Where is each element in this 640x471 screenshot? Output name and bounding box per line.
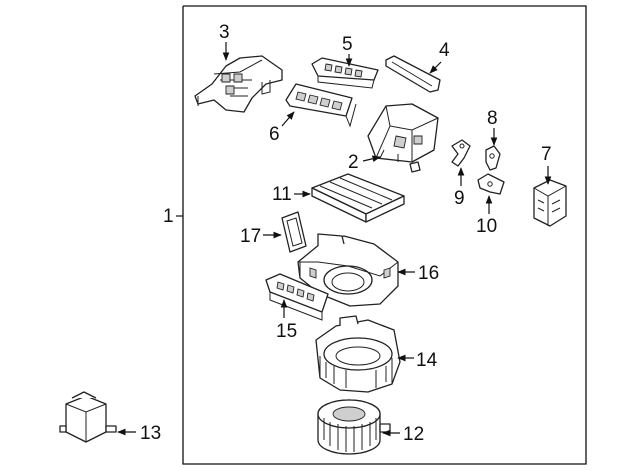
callout-1[interactable]: 1: [163, 206, 183, 227]
callout-11[interactable]: 11: [272, 184, 311, 205]
part-10-bracket[interactable]: [477, 173, 505, 195]
air-door-panel-icon: [285, 83, 353, 117]
part-14-lower-case[interactable]: [315, 315, 401, 393]
callout-7[interactable]: 7: [541, 144, 552, 185]
linkage-arm-icon: [451, 139, 471, 167]
callout-5-label: 5: [342, 34, 353, 55]
air-duct-icon: [194, 55, 283, 113]
part-9-arm[interactable]: [451, 139, 471, 167]
callout-10[interactable]: 10: [476, 195, 497, 237]
part-7-module[interactable]: [533, 179, 567, 227]
callout-9-label: 9: [454, 188, 465, 209]
part-13-resistor[interactable]: [59, 391, 117, 443]
callout-3-label: 3: [219, 22, 230, 43]
callout-7-label: 7: [541, 144, 552, 165]
callout-17[interactable]: 17: [240, 226, 282, 247]
callout-8[interactable]: 8: [487, 108, 498, 146]
part-11-filter[interactable]: [311, 173, 405, 223]
callout-4-label: 4: [439, 40, 450, 61]
callout-6-label: 6: [269, 124, 280, 145]
callout-13[interactable]: 13: [117, 423, 161, 444]
callout-14[interactable]: 14: [397, 350, 438, 371]
part-15-cover[interactable]: [265, 273, 329, 321]
vent-grille-icon: [311, 57, 379, 81]
part-3-duct[interactable]: [194, 55, 283, 113]
callout-8-label: 8: [487, 108, 498, 129]
callout-14-label: 14: [416, 350, 438, 371]
part-5-grille[interactable]: [311, 57, 379, 89]
assembly-frame: [182, 5, 587, 465]
part-17-seal[interactable]: [281, 211, 307, 253]
bracket-icon: [477, 173, 505, 195]
callout-4[interactable]: 4: [429, 40, 450, 74]
heater-core-housing-icon: [367, 103, 439, 163]
callout-12-label: 12: [403, 424, 424, 445]
callout-2-label: 2: [348, 152, 359, 173]
callout-15-label: 15: [276, 321, 297, 342]
filter-seal-icon: [281, 211, 307, 253]
callout-15[interactable]: 15: [276, 299, 297, 342]
callout-6[interactable]: 6: [269, 111, 295, 145]
callout-13-label: 13: [140, 423, 161, 444]
callout-2[interactable]: 2: [348, 152, 381, 173]
callout-16-label: 16: [418, 263, 439, 284]
part-6-panel[interactable]: [285, 83, 357, 128]
control-module-icon: [533, 179, 567, 227]
seal-gasket-icon: [385, 55, 441, 93]
part-12-blower-motor[interactable]: [317, 399, 391, 455]
callout-9[interactable]: 9: [454, 167, 465, 209]
callout-5[interactable]: 5: [342, 34, 353, 67]
callout-10-label: 10: [476, 216, 497, 237]
part-4-gasket[interactable]: [385, 55, 441, 93]
callout-16[interactable]: 16: [397, 263, 439, 284]
callout-11-label: 11: [272, 184, 292, 205]
callout-1-label: 1: [163, 206, 174, 227]
callout-17-label: 17: [240, 226, 261, 247]
callout-3[interactable]: 3: [219, 22, 230, 61]
part-8-lever[interactable]: [485, 145, 501, 171]
callout-12[interactable]: 12: [382, 424, 424, 445]
part-2-housing[interactable]: [367, 103, 439, 173]
